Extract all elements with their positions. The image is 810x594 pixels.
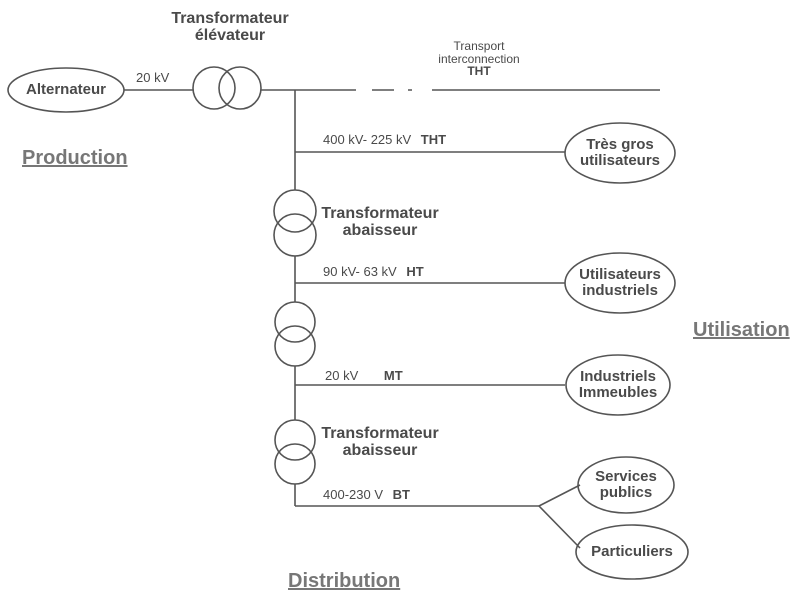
consumer-ht-line2: industriels — [582, 282, 658, 299]
step-down-transformer-1-lower — [273, 213, 317, 257]
step-up-transformer-label-line2: élévateur — [194, 26, 266, 44]
step-down-transformer-1-upper — [273, 189, 317, 233]
consumer-ellipse-services — [577, 456, 675, 514]
transformer-2-lower — [274, 325, 316, 367]
transport-level-label: THT — [467, 64, 491, 79]
branch-voltage-bt: 400-230 V BT — [323, 487, 410, 502]
branch-level-ht: HT — [406, 264, 424, 279]
step-up-transformer-secondary — [218, 66, 262, 110]
alternator-label-box: Alternateur — [8, 68, 124, 112]
section-distribution: Distribution — [288, 570, 401, 592]
step-up-transformer-label-line1: Transformateur — [171, 10, 289, 27]
transport-label: Transport interconnection THT — [420, 40, 538, 78]
branch-level-bt: BT — [392, 487, 410, 502]
branch-voltage-bt-value: 400-230 V — [323, 487, 383, 502]
branch-level-mt: MT — [383, 368, 403, 383]
consumer-particuliers-label: Particuliers — [576, 525, 688, 579]
branch-level-tht: THT — [420, 132, 447, 147]
branch-voltage-mt: 20 kV MT — [325, 368, 403, 383]
branch-line-bt-services — [538, 484, 581, 507]
step-down-transformer-3-line1: Transformateur — [321, 425, 439, 442]
step-down-transformer-3-label: Transformateur abaisseur — [315, 425, 445, 460]
consumer-tht-line1: Très gros — [586, 136, 654, 154]
consumer-ellipse-mt — [565, 354, 671, 416]
step-down-transformer-1-line2: abaisseur — [342, 221, 418, 239]
consumer-services-label: Services publics — [578, 457, 674, 513]
consumer-mt-line1: Industriels — [580, 368, 656, 386]
consumer-mt-label: Industriels Immeubles — [566, 355, 670, 415]
consumer-services-line2: publics — [599, 484, 653, 501]
transformer-2-upper — [274, 301, 316, 343]
consumer-services-line1: Services — [595, 468, 657, 486]
step-up-transformer-label: Transformateur élévateur — [171, 10, 289, 45]
consumer-ellipse-tht — [564, 122, 676, 184]
branch-voltage-ht-value: 90 kV- 63 kV — [323, 264, 397, 279]
consumer-particuliers-line1: Particuliers — [591, 543, 673, 561]
section-production: Production — [22, 147, 128, 169]
step-down-transformer-3-lower — [274, 443, 316, 485]
section-utilisation: Utilisation — [693, 319, 790, 341]
step-down-transformer-1-label: Transformateur abaisseur — [315, 205, 445, 240]
branch-line-bt-particuliers — [538, 505, 581, 549]
branch-voltage-tht: 400 kV- 225 kV THT — [323, 132, 446, 147]
branch-voltage-tht-value: 400 kV- 225 kV — [323, 132, 412, 147]
consumer-ellipse-ht — [564, 252, 676, 314]
step-down-transformer-3-upper — [274, 419, 316, 461]
transport-label-line2: interconnection — [438, 51, 520, 66]
branch-voltage-mt-value: 20 kV — [325, 368, 359, 383]
consumer-ht-line1: Utilisateurs — [579, 266, 661, 284]
consumer-ellipse-particuliers — [575, 524, 689, 580]
consumer-ht-label: Utilisateurs industriels — [565, 253, 675, 313]
consumer-mt-line2: Immeubles — [578, 384, 658, 401]
consumer-tht-line2: utilisateurs — [579, 152, 661, 169]
step-down-transformer-3-line2: abaisseur — [342, 441, 418, 459]
step-up-transformer-primary — [192, 66, 236, 110]
consumer-tht-label: Très gros utilisateurs — [565, 123, 675, 183]
alternator-label: Alternateur — [25, 81, 107, 99]
branch-voltage-ht: 90 kV- 63 kV HT — [323, 264, 424, 279]
generator-voltage-label: 20 kV — [136, 70, 170, 85]
alternator-ellipse — [7, 67, 125, 113]
step-down-transformer-1-line1: Transformateur — [321, 205, 439, 222]
transport-label-line1: Transport — [453, 39, 505, 53]
